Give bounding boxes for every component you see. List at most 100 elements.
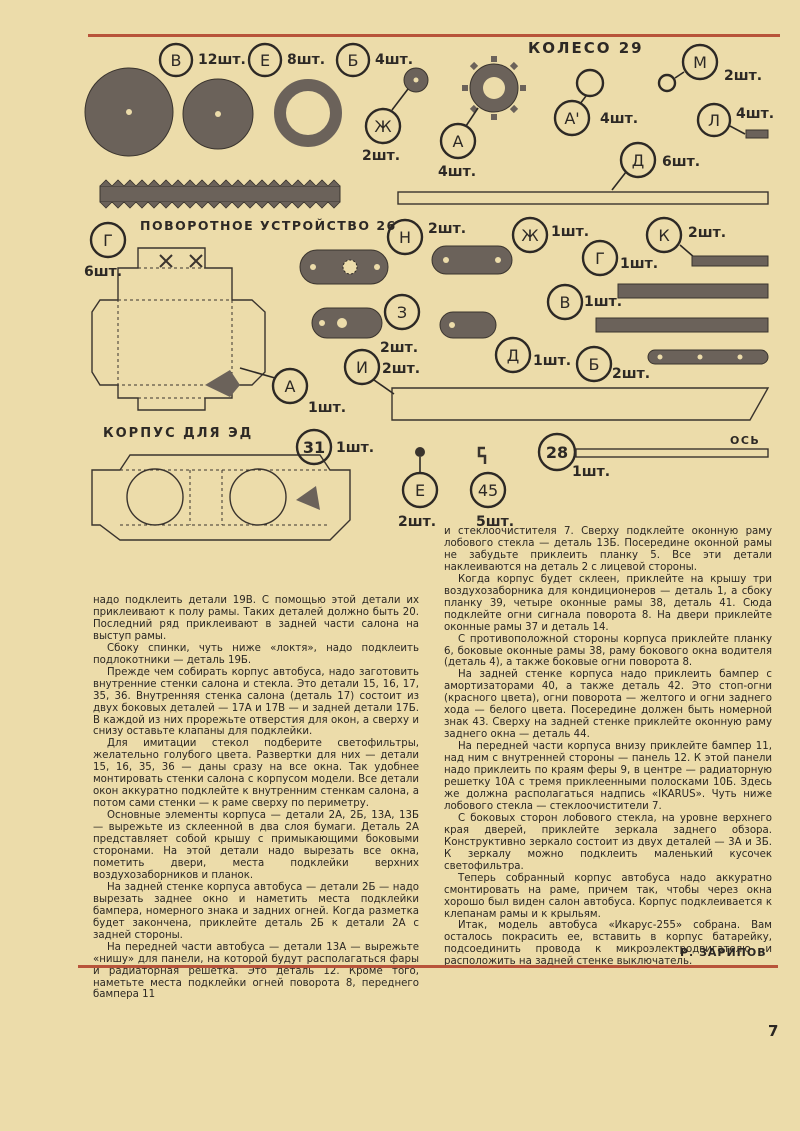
part-b-mid: Б 2шт. bbox=[575, 345, 769, 383]
paragraph: На задней стенке корпуса автобуса — дета… bbox=[93, 881, 419, 941]
part-letter: Г bbox=[595, 249, 605, 268]
part-45: 45 5шт. bbox=[469, 446, 514, 530]
label-circle bbox=[537, 432, 577, 472]
part-letter: А' bbox=[564, 109, 579, 128]
part-letter: В bbox=[171, 51, 182, 70]
axle-label: ОСЬ bbox=[730, 434, 760, 447]
label-circle bbox=[494, 336, 532, 374]
label-circle bbox=[401, 471, 439, 509]
label-circle bbox=[546, 283, 584, 321]
label-circle bbox=[681, 43, 719, 81]
label-circle bbox=[619, 141, 657, 179]
part-v-wheel: В 12шт. bbox=[84, 42, 246, 157]
part-qty: 1шт. bbox=[308, 400, 346, 416]
part-qty: 1шт. bbox=[620, 256, 658, 272]
part-qty: 4шт. bbox=[600, 111, 638, 127]
paragraph: Теперь собранный корпус автобуса надо ак… bbox=[444, 872, 772, 920]
part-qty: 6шт. bbox=[662, 154, 700, 170]
part-letter: Д bbox=[632, 151, 645, 170]
part-letter: Ж bbox=[374, 117, 391, 136]
page-number: 7 bbox=[768, 1022, 779, 1040]
label-circle bbox=[295, 428, 333, 466]
label-circle bbox=[511, 216, 549, 254]
part-qty: 1шт. bbox=[572, 464, 610, 480]
label-circle bbox=[553, 99, 591, 137]
paragraph: Сбоку спинки, чуть ниже «локтя», надо по… bbox=[93, 642, 419, 666]
part-letter: Л bbox=[708, 111, 720, 130]
paragraph: Основные элементы корпуса — детали 2А, 2… bbox=[93, 810, 419, 881]
steering-title: ПОВОРОТНОЕ УСТРОЙСТВО 26 bbox=[140, 218, 397, 233]
part-letter: З bbox=[397, 303, 407, 322]
bottom-rule bbox=[78, 965, 778, 968]
steering-strip bbox=[99, 179, 341, 209]
part-i: И 2шт. bbox=[343, 348, 770, 421]
label-circle bbox=[386, 218, 424, 256]
label-circle bbox=[696, 102, 732, 138]
part-qty: 1шт. bbox=[584, 294, 622, 310]
paragraph: Итак, модель автобуса «Икарус-255» собра… bbox=[444, 920, 772, 968]
label-circle bbox=[469, 471, 507, 509]
part-e-wheel: Е 8шт. bbox=[182, 42, 325, 150]
part-qty: 4шт. bbox=[736, 106, 774, 122]
label-circle bbox=[575, 345, 613, 383]
label-circle bbox=[364, 107, 402, 145]
part-qty: 12шт. bbox=[198, 52, 246, 68]
part-qty: 6шт. bbox=[84, 264, 122, 280]
author-signature: Р. ЗАРИПОВ bbox=[680, 946, 767, 959]
part-l: Л 4шт. bbox=[696, 102, 774, 139]
part-letter: М bbox=[693, 53, 707, 72]
cutout-parts-figure: .lbl { font-size:16px; } .qty { font-siz… bbox=[84, 39, 774, 541]
label-circle bbox=[335, 42, 371, 78]
part-qty: 1шт. bbox=[533, 353, 571, 369]
part-letter: Б bbox=[589, 355, 600, 374]
part-qty: 1шт. bbox=[336, 440, 374, 456]
label-circle bbox=[645, 216, 683, 254]
part-qty: 2шт. bbox=[398, 514, 436, 530]
part-e-small: Е 2шт. bbox=[398, 447, 439, 530]
part-28-axle: 28 1шт. ОСЬ bbox=[537, 432, 769, 480]
part-z: З 2шт. bbox=[311, 293, 421, 356]
label-circle bbox=[581, 239, 619, 277]
part-m: М 2шт. bbox=[657, 43, 762, 93]
wheel-ring-b bbox=[274, 79, 342, 147]
part-g-mid: Г 1шт. bbox=[581, 239, 769, 299]
label-circle bbox=[383, 293, 421, 331]
part-qty: 2шт. bbox=[380, 340, 418, 356]
part-letter: Е bbox=[260, 51, 270, 70]
paragraph: Когда корпус будет склеен, приклейте на … bbox=[444, 573, 772, 633]
part-31-net: 31 1шт. bbox=[91, 428, 374, 541]
label-circle bbox=[89, 221, 127, 259]
part-letter: В bbox=[560, 293, 571, 312]
part-qty: 4шт. bbox=[375, 52, 413, 68]
label-circle bbox=[271, 367, 309, 405]
part-a-gear: А 4шт. bbox=[438, 56, 526, 180]
paragraph: На передней части автобуса — детали 13А … bbox=[93, 941, 419, 1001]
part-number: 45 bbox=[478, 481, 498, 500]
rod-strip bbox=[397, 191, 769, 205]
part-k: К 2шт. bbox=[645, 216, 769, 267]
part-d-mid: Д 1шт. bbox=[439, 311, 571, 374]
paragraph: На задней стенке корпуса надо приклеить … bbox=[444, 669, 772, 741]
label-circle bbox=[439, 122, 477, 160]
part-letter: А bbox=[453, 132, 464, 151]
paragraph: надо подклеить детали 19В. С помощью это… bbox=[93, 595, 419, 642]
part-qty: 4шт. bbox=[438, 164, 476, 180]
left-text-column: надо подклеить детали 19В. С помощью это… bbox=[93, 595, 419, 1001]
part-zh-disc: Ж 2шт. bbox=[362, 67, 429, 164]
part-letter: К bbox=[658, 226, 670, 245]
part-number: 31 bbox=[303, 438, 325, 457]
part-letter: Д bbox=[507, 346, 520, 365]
paragraph: и стеклоочистителя 7. Сверху подклейте о… bbox=[444, 526, 772, 573]
part-v-mid: В 1шт. bbox=[546, 283, 769, 333]
part-qty: 2шт. bbox=[612, 366, 650, 382]
part-qty: 8шт. bbox=[287, 52, 325, 68]
part-qty: 2шт. bbox=[688, 225, 726, 241]
part-letter: Б bbox=[348, 51, 359, 70]
part-qty: 1шт. bbox=[551, 224, 589, 240]
part-letter: Н bbox=[399, 228, 411, 247]
part-qty: 2шт. bbox=[382, 361, 420, 377]
link-plate bbox=[431, 245, 513, 275]
part-letter: Ж bbox=[521, 226, 538, 245]
label-circle bbox=[158, 42, 194, 78]
